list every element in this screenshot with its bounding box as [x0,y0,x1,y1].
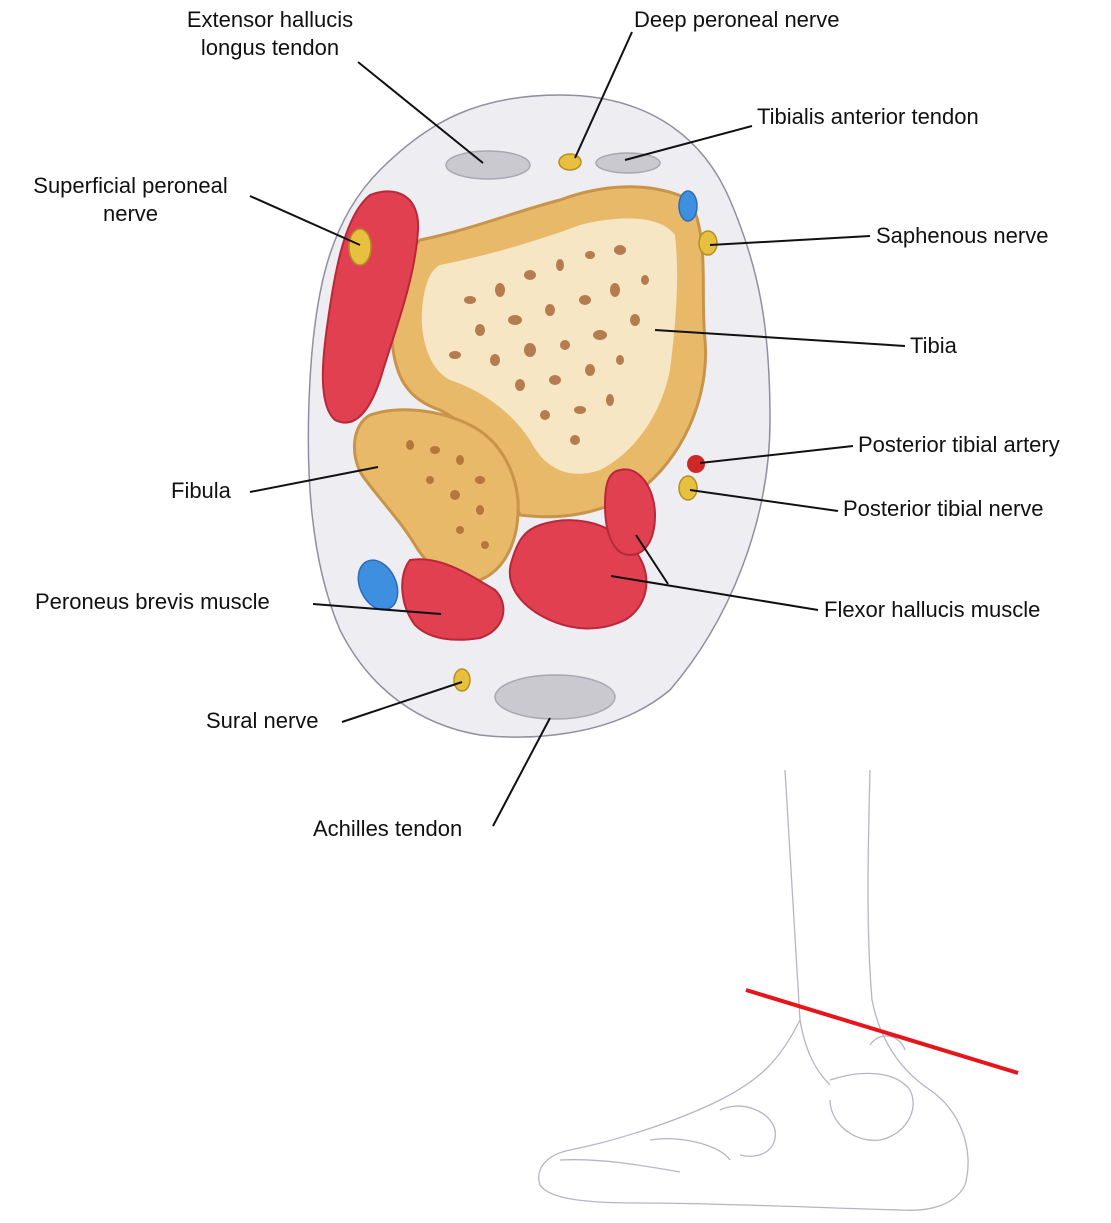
label-superficial-peroneal-nerve: Superficial peroneal nerve [8,172,253,228]
label-tibia: Tibia [910,332,957,360]
foot-sketch [539,770,968,1210]
extensor-hallucis-tendon-shape [446,151,530,179]
label-posterior-tibial-nerve: Posterior tibial nerve [843,495,1044,523]
label-posterior-tibial-artery: Posterior tibial artery [858,431,1060,459]
label-superficial-peroneal-line2: nerve [8,200,253,228]
label-superficial-peroneal-line1: Superficial peroneal [8,172,253,200]
posterior-tibial-nerve-shape [679,476,697,500]
section-level-line [746,990,1018,1073]
label-extensor-hallucis-line1: Extensor hallucis [160,6,380,34]
label-flexor-hallucis-muscle: Flexor hallucis muscle [824,596,1040,624]
label-fibula: Fibula [171,477,231,505]
tibialis-anterior-tendon-shape [596,153,660,173]
saphenous-nerve-shape [699,231,717,255]
label-achilles-tendon: Achilles tendon [313,815,462,843]
deep-peroneal-nerve-shape [559,154,581,170]
sural-nerve-shape [454,669,470,691]
label-extensor-hallucis-line2: longus tendon [160,34,380,62]
superficial-peroneal-nerve-shape [349,229,371,265]
label-deep-peroneal-nerve: Deep peroneal nerve [634,6,839,34]
label-tibialis-anterior-tendon: Tibialis anterior tendon [757,103,979,131]
label-sural-nerve: Sural nerve [206,707,319,735]
label-peroneus-brevis-muscle: Peroneus brevis muscle [35,588,270,616]
achilles-tendon-shape [495,675,615,719]
saphenous-vein [679,191,697,221]
label-saphenous-nerve: Saphenous nerve [876,222,1048,250]
label-extensor-hallucis: Extensor hallucis longus tendon [160,6,380,62]
posterior-tibial-artery-shape [687,455,705,473]
